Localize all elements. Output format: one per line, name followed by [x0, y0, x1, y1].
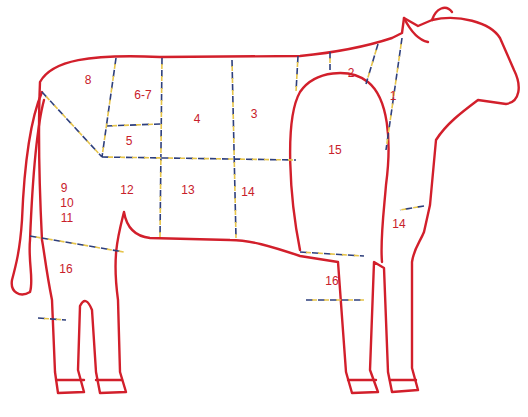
cut-number: 9: [61, 182, 68, 195]
cut-number: 1: [390, 90, 397, 103]
cut-number: 15: [328, 144, 341, 157]
cut-number: 16: [59, 263, 72, 276]
cut-number: 11: [61, 212, 73, 225]
cut-number: 4: [194, 113, 201, 126]
cut-number: 16: [325, 275, 338, 288]
cut-number: 8: [85, 74, 92, 87]
cut-number: 13: [181, 184, 194, 197]
cut-number: 3: [251, 108, 258, 121]
cut-number: 2: [348, 67, 355, 80]
cut-number: 6-7: [134, 89, 151, 102]
cut-number: 14: [241, 186, 254, 199]
cut-number: 10: [60, 197, 73, 210]
cut-number: 5: [126, 135, 133, 148]
cut-number: 14: [392, 218, 405, 231]
cut-number: 12: [120, 184, 133, 197]
